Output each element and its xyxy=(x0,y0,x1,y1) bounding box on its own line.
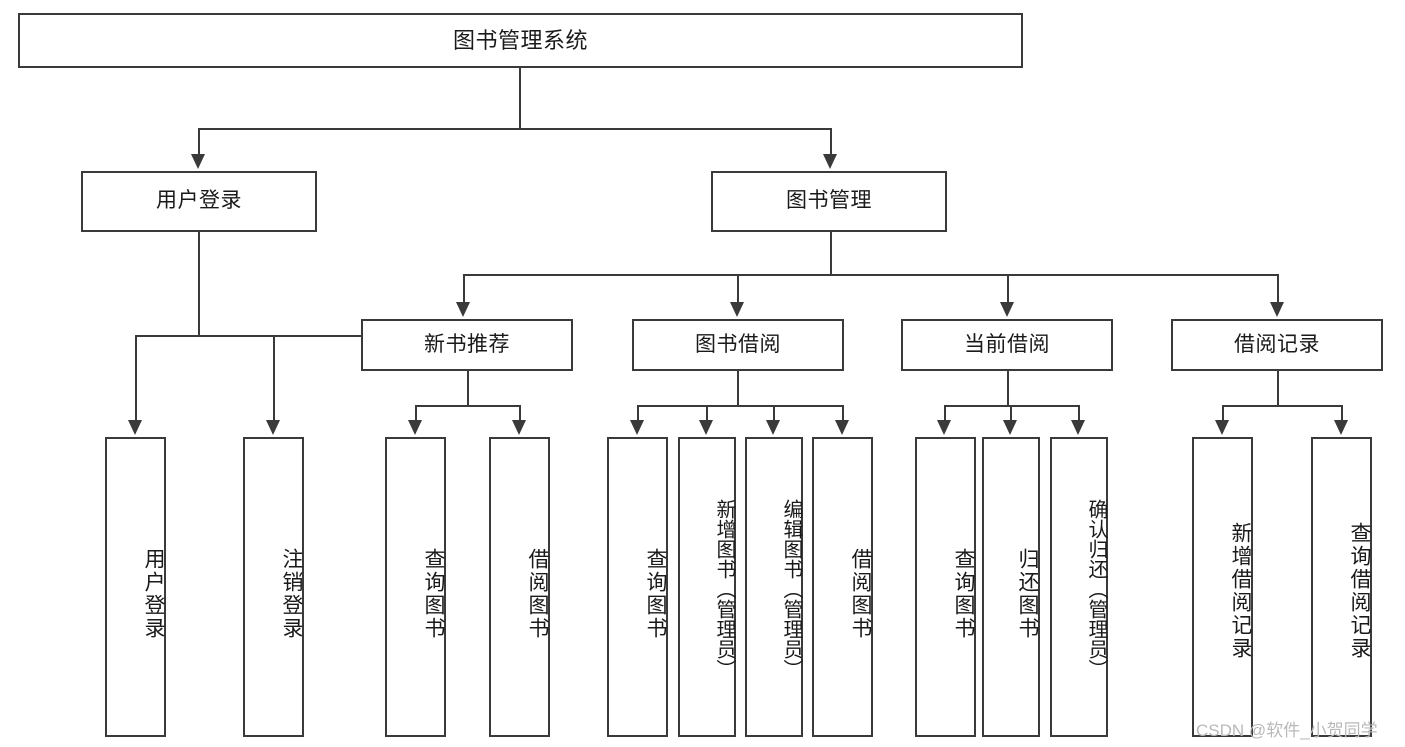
arrow-current-borrow-leaf-1 xyxy=(937,420,951,435)
connector-user-login-leaf-1 xyxy=(135,335,137,422)
connector-bm-to-book-borrow xyxy=(737,274,739,304)
arrow-current-borrow-leaf-2 xyxy=(1003,420,1017,435)
arrow-user-login-leaf-1 xyxy=(128,420,142,435)
node-root-book-management-system[interactable]: 图书管理系统 xyxy=(18,13,1023,68)
leaf-borrow-book-borrow[interactable]: 借阅图书 xyxy=(812,437,873,737)
connector-new-book-bus xyxy=(415,405,519,407)
arrow-current-borrow-leaf-3 xyxy=(1071,420,1085,435)
connector-book-borrow-bus xyxy=(637,405,842,407)
connector-book-borrow-leaf-3 xyxy=(773,405,775,422)
connector-book-borrow-leaf-1 xyxy=(637,405,639,422)
csdn-watermark: CSDN @软件_小贺同学 xyxy=(1196,721,1378,740)
connector-user-login-stem xyxy=(198,232,200,335)
connector-book-management-stem xyxy=(830,232,832,274)
connector-borrow-record-leaf-2 xyxy=(1341,405,1343,422)
connector-borrow-record-bus xyxy=(1222,405,1341,407)
leaf-query-borrow-record[interactable]: 查询借阅记录 xyxy=(1311,437,1372,737)
leaf-add-borrow-record[interactable]: 新增借阅记录 xyxy=(1192,437,1253,737)
connector-book-borrow-leaf-4 xyxy=(842,405,844,422)
arrow-new-book-leaf-2 xyxy=(512,420,526,435)
connector-user-login-leaf-2 xyxy=(273,335,275,422)
arrow-book-borrow-leaf-3 xyxy=(766,420,780,435)
arrow-bm-to-borrow-record xyxy=(1270,302,1284,317)
arrow-root-to-book-management xyxy=(823,154,837,169)
node-current-borrow[interactable]: 当前借阅 xyxy=(901,319,1113,371)
connector-borrow-record-leaf-1 xyxy=(1222,405,1224,422)
leaf-edit-book-admin[interactable]: 编辑图书（管理员） xyxy=(745,437,803,737)
arrow-borrow-record-leaf-2 xyxy=(1334,420,1348,435)
leaf-confirm-return-admin[interactable]: 确认归还（管理员） xyxy=(1050,437,1108,737)
connector-current-borrow-leaf-1 xyxy=(944,405,946,422)
leaf-query-book-current-borrow[interactable]: 查询图书 xyxy=(915,437,976,737)
connector-new-book-stem xyxy=(467,371,469,405)
leaf-add-book-admin[interactable]: 新增图书（管理员） xyxy=(678,437,736,737)
arrow-root-to-user-login xyxy=(191,154,205,169)
node-book-borrow[interactable]: 图书借阅 xyxy=(632,319,844,371)
connector-root-to-user-login xyxy=(198,128,200,156)
arrow-book-borrow-leaf-2 xyxy=(699,420,713,435)
connector-bm-to-new-book xyxy=(463,274,465,304)
connector-new-book-leaf-1 xyxy=(415,405,417,422)
leaf-user-login[interactable]: 用户登录 xyxy=(105,437,166,737)
connector-current-borrow-leaf-2 xyxy=(1010,405,1012,422)
connector-root-stem xyxy=(519,68,521,128)
leaf-logout-login[interactable]: 注销登录 xyxy=(243,437,304,737)
connector-current-borrow-leaf-3 xyxy=(1078,405,1080,422)
arrow-bm-to-current-borrow xyxy=(1000,302,1014,317)
connector-bm-to-borrow-record xyxy=(1277,274,1279,304)
connector-bm-to-current-borrow xyxy=(1007,274,1009,304)
arrow-new-book-leaf-1 xyxy=(408,420,422,435)
node-book-management[interactable]: 图书管理 xyxy=(711,171,947,232)
connector-root-bus xyxy=(198,128,830,130)
node-user-login[interactable]: 用户登录 xyxy=(81,171,317,232)
node-new-book-recommend[interactable]: 新书推荐 xyxy=(361,319,573,371)
connector-current-borrow-stem xyxy=(1007,371,1009,405)
connector-book-management-bus xyxy=(463,274,1279,276)
connector-user-login-bus xyxy=(135,335,405,337)
arrow-book-borrow-leaf-1 xyxy=(630,420,644,435)
arrow-book-borrow-leaf-4 xyxy=(835,420,849,435)
node-borrow-record[interactable]: 借阅记录 xyxy=(1171,319,1383,371)
connector-borrow-record-stem xyxy=(1277,371,1279,405)
leaf-query-book-new-recommend[interactable]: 查询图书 xyxy=(385,437,446,737)
connector-book-borrow-stem xyxy=(737,371,739,405)
leaf-borrow-book-new-recommend[interactable]: 借阅图书 xyxy=(489,437,550,737)
connector-root-to-book-management xyxy=(830,128,832,156)
arrow-borrow-record-leaf-1 xyxy=(1215,420,1229,435)
connector-new-book-leaf-2 xyxy=(519,405,521,422)
arrow-bm-to-new-book xyxy=(456,302,470,317)
arrow-bm-to-book-borrow xyxy=(730,302,744,317)
leaf-query-book-borrow[interactable]: 查询图书 xyxy=(607,437,668,737)
arrow-user-login-leaf-2 xyxy=(266,420,280,435)
leaf-return-book[interactable]: 归还图书 xyxy=(982,437,1040,737)
connector-book-borrow-leaf-2 xyxy=(706,405,708,422)
